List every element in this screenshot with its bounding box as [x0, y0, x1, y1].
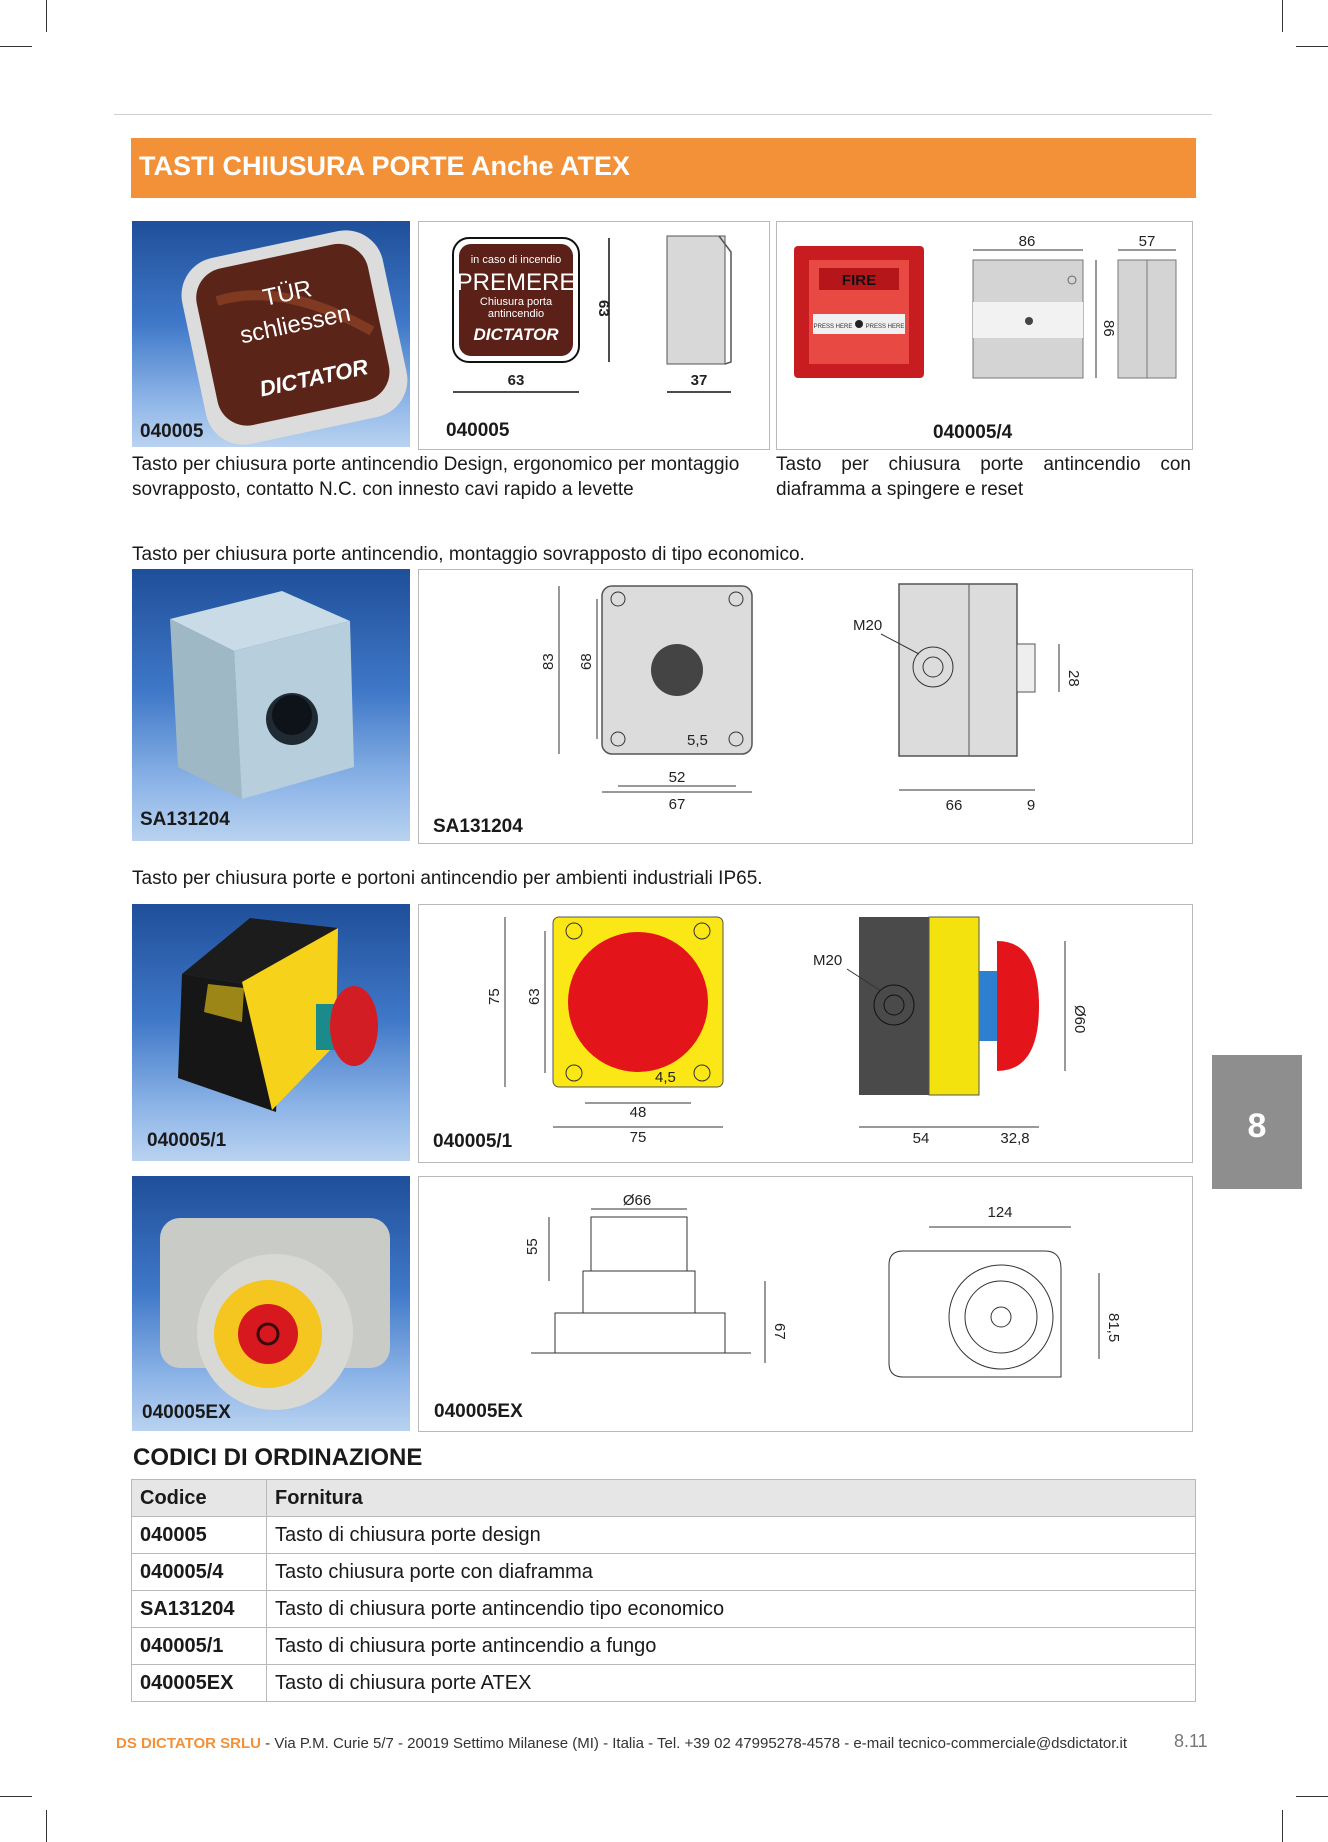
orders-header-row: Codice Fornitura — [131, 1479, 1196, 1517]
dim-75-v: 75 — [486, 988, 503, 1005]
dim-5-5: 5,5 — [687, 732, 708, 749]
dim-width: 63 — [508, 372, 525, 389]
photo-code-label: 040005/1 — [147, 1130, 227, 1151]
grey-box-illustration — [170, 591, 354, 799]
plate-line4: antincendio — [488, 308, 544, 320]
desc-040005-4: Tasto per chiusura porte antincendio con… — [776, 454, 1191, 500]
intro-040005-1: Tasto per chiusura porte e portoni antin… — [132, 868, 763, 889]
drawing-code-label: 040005/1 — [433, 1131, 513, 1152]
atex-button-illustration — [160, 1218, 390, 1410]
intro-sa131204: Tasto per chiusura porte antincendio, mo… — [132, 544, 805, 565]
desc-cell: Tasto di chiusura porte antincendio a fu… — [266, 1627, 1196, 1665]
dim-86-w: 86 — [1019, 233, 1036, 250]
desc-040005: Tasto per chiusura porte antincendio Des… — [132, 454, 740, 500]
drawing-040005ex: Ø66 55 67 124 81,5 040005EX — [418, 1176, 1193, 1432]
chapter-number: 8 — [1247, 1107, 1267, 1145]
product-photo-040005: TÜR schliessen DICTATOR 040005 — [132, 221, 410, 447]
chapter-tab: 8 — [1212, 1055, 1302, 1189]
dim-o60: Ø60 — [1071, 1005, 1088, 1033]
footer: DS DICTATOR SRLU - Via P.M. Curie 5/7 - … — [116, 1735, 1127, 1752]
dim-m20: M20 — [853, 617, 882, 634]
dim-28: 28 — [1065, 670, 1082, 687]
dim-52: 52 — [669, 769, 686, 786]
plate-line2: PREMERE — [457, 269, 576, 296]
drawing-code-label: 040005 — [446, 420, 510, 441]
dim-32-8: 32,8 — [1000, 1130, 1029, 1147]
dim-54: 54 — [913, 1130, 930, 1147]
code-cell: 040005EX — [131, 1664, 267, 1702]
press-right-label: PRESS HERE — [866, 324, 905, 330]
dim-81-5: 81,5 — [1105, 1313, 1122, 1342]
diaphragm-code-label: 040005/4 — [933, 422, 1013, 443]
section-title: TASTI CHIUSURA PORTE Anche ATEX — [139, 151, 631, 181]
top-rule — [114, 114, 1212, 115]
desc-cell: Tasto di chiusura porte design — [266, 1516, 1196, 1554]
dim-68: 68 — [578, 653, 595, 670]
dim-67: 67 — [771, 1323, 788, 1340]
dim-9: 9 — [1027, 797, 1035, 814]
desc-cell: Tasto chiusura porte con diaframma — [266, 1553, 1196, 1591]
dim-m20-2: M20 — [813, 952, 842, 969]
drawing-sa131204: 83 68 5,5 52 67 M20 28 66 9 SA131204 — [418, 569, 1193, 844]
plate-line1: in caso di incendio — [471, 254, 562, 266]
code-cell: 040005/4 — [131, 1553, 267, 1591]
dim-67: 67 — [669, 796, 686, 813]
code-cell: 040005/1 — [131, 1627, 267, 1665]
photo-code-label: 040005 — [140, 421, 204, 442]
product-photo-040005ex: 040005EX — [132, 1176, 410, 1431]
orders-heading: CODICI DI ORDINAZIONE — [133, 1444, 423, 1471]
fire-label: FIRE — [842, 272, 876, 289]
page-number: 8.11 — [1174, 1731, 1208, 1751]
plate-brand: DICTATOR — [474, 325, 560, 344]
dim-86-h: 86 — [1100, 320, 1117, 337]
mushroom-button-illustration — [178, 918, 378, 1112]
code-cell: 040005 — [131, 1516, 267, 1554]
dim-63-v: 63 — [526, 988, 543, 1005]
photo-code-label: SA131204 — [140, 809, 230, 830]
drawing-040005-4: FIRE PRESS HERE PRESS HERE 86 86 57 0400… — [776, 221, 1193, 450]
drawing-040005-1: 75 63 4,5 48 75 M20 Ø60 54 32,8 040005/1 — [418, 904, 1193, 1163]
drawing-code-label: SA131204 — [433, 816, 523, 837]
dim-83: 83 — [540, 653, 557, 670]
drawing-040005: in caso di incendio PREMERE Chiusura por… — [418, 221, 770, 450]
desc-cell: Tasto di chiusura porte antincendio tipo… — [266, 1590, 1196, 1628]
dim-66: 66 — [946, 797, 963, 814]
plate-line3: Chiusura porta — [480, 296, 553, 308]
dim-height: 63 — [595, 300, 612, 317]
dim-55: 55 — [524, 1238, 541, 1255]
dim-48: 48 — [630, 1104, 647, 1121]
col-desc-header: Fornitura — [266, 1479, 1196, 1517]
dim-75-h: 75 — [630, 1129, 647, 1146]
dim-4-5: 4,5 — [655, 1069, 676, 1086]
product-photo-040005-1: 040005/1 — [132, 904, 410, 1161]
drawing-040005-4-svg: FIRE PRESS HERE PRESS HERE 86 86 57 — [794, 233, 1177, 379]
section-title-bar: TASTI CHIUSURA PORTE Anche ATEX — [131, 138, 1196, 198]
desc-cell: Tasto di chiusura porte ATEX — [266, 1664, 1196, 1702]
photo-code-label: 040005EX — [142, 1402, 231, 1423]
press-left-label: PRESS HERE — [814, 324, 853, 330]
dim-57: 57 — [1139, 233, 1156, 250]
code-cell: SA131204 — [131, 1590, 267, 1628]
product-photo-sa131204: SA131204 — [132, 569, 410, 841]
drawing-sa131204-svg: 83 68 5,5 52 67 M20 28 66 9 — [540, 583, 1082, 814]
drawing-040005ex-svg: Ø66 55 67 124 81,5 — [524, 1192, 1122, 1378]
dim-o66: Ø66 — [623, 1192, 651, 1209]
drawing-code-label: 040005EX — [434, 1401, 523, 1422]
footer-address: - Via P.M. Curie 5/7 - 20019 Settimo Mil… — [261, 1735, 1128, 1752]
design-button-illustration: TÜR schliessen DICTATOR — [181, 230, 408, 445]
dim-124: 124 — [987, 1204, 1012, 1221]
footer-company: DS DICTATOR SRLU — [116, 1735, 261, 1752]
drawing-040005-1-svg: 75 63 4,5 48 75 M20 Ø60 54 32,8 — [486, 916, 1088, 1147]
dim-depth: 37 — [691, 372, 708, 389]
col-code-header: Codice — [131, 1479, 267, 1517]
drawing-040005-svg: in caso di incendio PREMERE Chiusura por… — [452, 235, 732, 393]
